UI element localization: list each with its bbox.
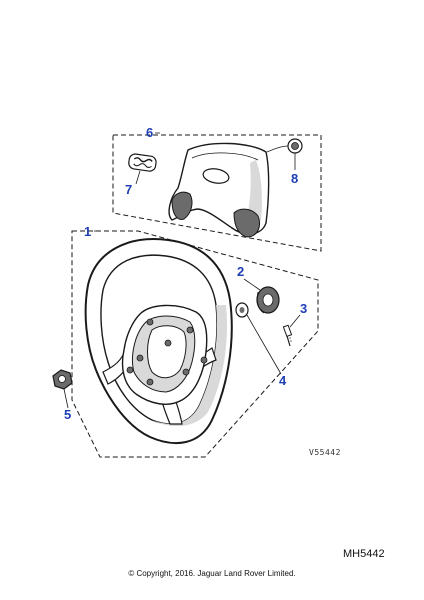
callout-7: 7	[125, 182, 133, 197]
leader-8	[266, 145, 289, 153]
badge-part	[128, 153, 157, 172]
washer-part	[235, 302, 249, 318]
damper-ring-part	[256, 286, 280, 314]
figure-code: V55442	[309, 448, 341, 457]
leader-4	[246, 314, 282, 375]
leader-7	[135, 170, 141, 185]
leader-3	[289, 314, 301, 328]
kit-boundary-6	[112, 134, 322, 252]
nut-part	[52, 369, 73, 390]
callout-1: 1	[84, 224, 92, 239]
steering-wheel-part	[84, 238, 233, 445]
callout-2: 2	[237, 264, 245, 279]
copyright-notice: © Copyright, 2016. Jaguar Land Rover Lim…	[128, 569, 296, 578]
clip-part	[287, 138, 303, 154]
callout-8: 8	[291, 171, 299, 186]
callout-5: 5	[64, 407, 72, 422]
screw-part	[282, 324, 293, 347]
leader-5	[63, 388, 69, 409]
callout-4: 4	[279, 373, 287, 388]
callout-3: 3	[300, 301, 308, 316]
callout-6: 6	[146, 125, 154, 140]
diagram-reference: MH5442	[343, 548, 385, 560]
horn-pad-part	[168, 142, 270, 238]
leader-2	[243, 278, 261, 291]
